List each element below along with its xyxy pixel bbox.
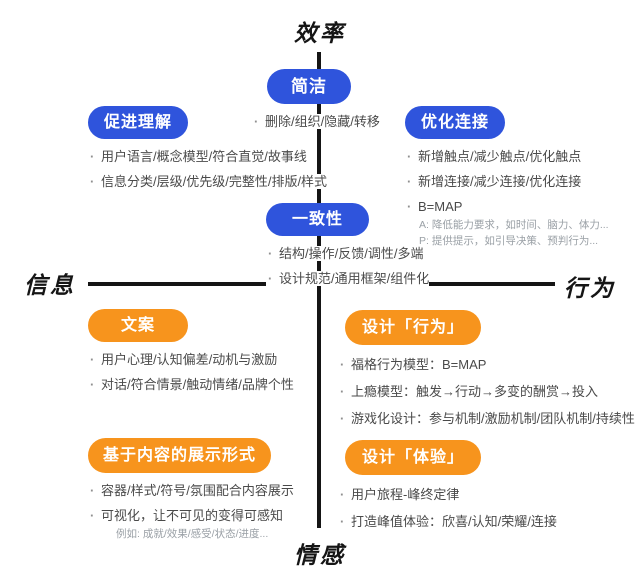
node-group-design-behavior: 设计「行为」 福格行为模型：B=MAP 上瘾模型：触发→行动→多变的酬赏→投入 … (338, 310, 635, 426)
subnote-list: 例如: 成就/效果/感受/状态/进度... (88, 528, 294, 540)
bullet-list: 删除/组织/隐藏/转移 (252, 114, 380, 129)
bullet-item: 可视化，让不可见的变得可感知 (88, 508, 284, 523)
subnote-item: P: 提供提示，如引导决策、预判行为... (419, 235, 599, 247)
subnote-item: 例如: 成就/效果/感受/状态/进度... (116, 528, 269, 540)
node-group-design-experience: 设计「体验」 用户旅程-峰终定律 打造峰值体验：欣喜/认知/荣耀/连接 (338, 440, 557, 529)
bullet-item: 信息分类/层级/优先级/完整性/排版/样式 (88, 174, 328, 189)
bullet-item: 用户心理/认知偏差/动机与激励 (88, 352, 278, 367)
node-pill-design-behavior: 设计「行为」 (345, 310, 482, 345)
bullet-item: 用户语言/概念模型/符合直觉/故事线 (88, 149, 307, 164)
axis-label-top: 效率 (294, 20, 346, 46)
bullet-list: 容器/样式/符号/氛围配合内容展示 可视化，让不可见的变得可感知 (88, 483, 294, 523)
node-group-optimize-connection: 优化连接 新增触点/减少触点/优化触点 新增连接/减少连接/优化连接 B=MAP… (405, 106, 609, 247)
bullet-list: 新增触点/减少触点/优化触点 新增连接/减少连接/优化连接 B=MAP (405, 149, 609, 214)
node-group-copywriting: 文案 用户心理/认知偏差/动机与激励 对话/符合情景/触动情绪/品牌个性 (88, 309, 294, 392)
bullet-item: 福格行为模型：B=MAP (338, 357, 487, 372)
node-pill-concise: 简洁 (267, 69, 351, 104)
node-pill-consistency: 一致性 (266, 203, 370, 236)
bullet-item: 上瘾模型：触发→行动→多变的酬赏→投入 (338, 384, 599, 399)
bullet-list: 福格行为模型：B=MAP 上瘾模型：触发→行动→多变的酬赏→投入 游戏化设计：参… (338, 357, 635, 426)
bullet-item: 打造峰值体验：欣喜/认知/荣耀/连接 (338, 514, 557, 529)
bullet-item: 对话/符合情景/触动情绪/品牌个性 (88, 377, 294, 392)
axis-label-bottom: 情感 (294, 542, 346, 568)
bullet-item: 新增触点/减少触点/优化触点 (405, 149, 582, 164)
node-pill-copywriting: 文案 (88, 309, 189, 342)
node-pill-design-experience: 设计「体验」 (345, 440, 482, 475)
bullet-item: 结构/操作/反馈/调性/多端 (266, 246, 424, 261)
node-group-concise: 简洁 删除/组织/隐藏/转移 (252, 69, 380, 129)
bullet-list: 用户心理/认知偏差/动机与激励 对话/符合情景/触动情绪/品牌个性 (88, 352, 294, 392)
axis-label-left: 信息 (24, 272, 76, 298)
node-pill-content-display: 基于内容的展示形式 (88, 438, 272, 473)
bullet-list: 用户语言/概念模型/符合直觉/故事线 信息分类/层级/优先级/完整性/排版/样式 (88, 149, 328, 189)
vertical-axis-line (317, 52, 321, 528)
subnote-item: A: 降低能力要求，如时间、脑力、体力... (419, 219, 609, 231)
bullet-item: 游戏化设计：参与机制/激励机制/团队机制/持续性 (338, 411, 635, 426)
bullet-list: 用户旅程-峰终定律 打造峰值体验：欣喜/认知/荣耀/连接 (338, 487, 557, 529)
subnote-list: A: 降低能力要求，如时间、脑力、体力... P: 提供提示，如引导决策、预判行… (405, 219, 609, 247)
bullet-list: 结构/操作/反馈/调性/多端 设计规范/通用框架/组件化 (266, 246, 430, 286)
node-pill-promote-understanding: 促进理解 (88, 106, 189, 139)
bullet-item: 新增连接/减少连接/优化连接 (405, 174, 582, 189)
bullet-item: 容器/样式/符号/氛围配合内容展示 (88, 483, 294, 498)
node-group-promote-understanding: 促进理解 用户语言/概念模型/符合直觉/故事线 信息分类/层级/优先级/完整性/… (88, 106, 328, 189)
node-pill-optimize-connection: 优化连接 (405, 106, 506, 139)
bullet-item: B=MAP (405, 199, 463, 214)
node-group-content-display: 基于内容的展示形式 容器/样式/符号/氛围配合内容展示 可视化，让不可见的变得可… (88, 438, 294, 540)
bullet-item: 设计规范/通用框架/组件化 (266, 271, 430, 286)
bullet-item: 用户旅程-峰终定律 (338, 487, 460, 502)
bullet-item: 删除/组织/隐藏/转移 (252, 114, 380, 129)
node-group-consistency: 一致性 结构/操作/反馈/调性/多端 设计规范/通用框架/组件化 (266, 203, 430, 286)
axis-label-right: 行为 (564, 275, 616, 301)
